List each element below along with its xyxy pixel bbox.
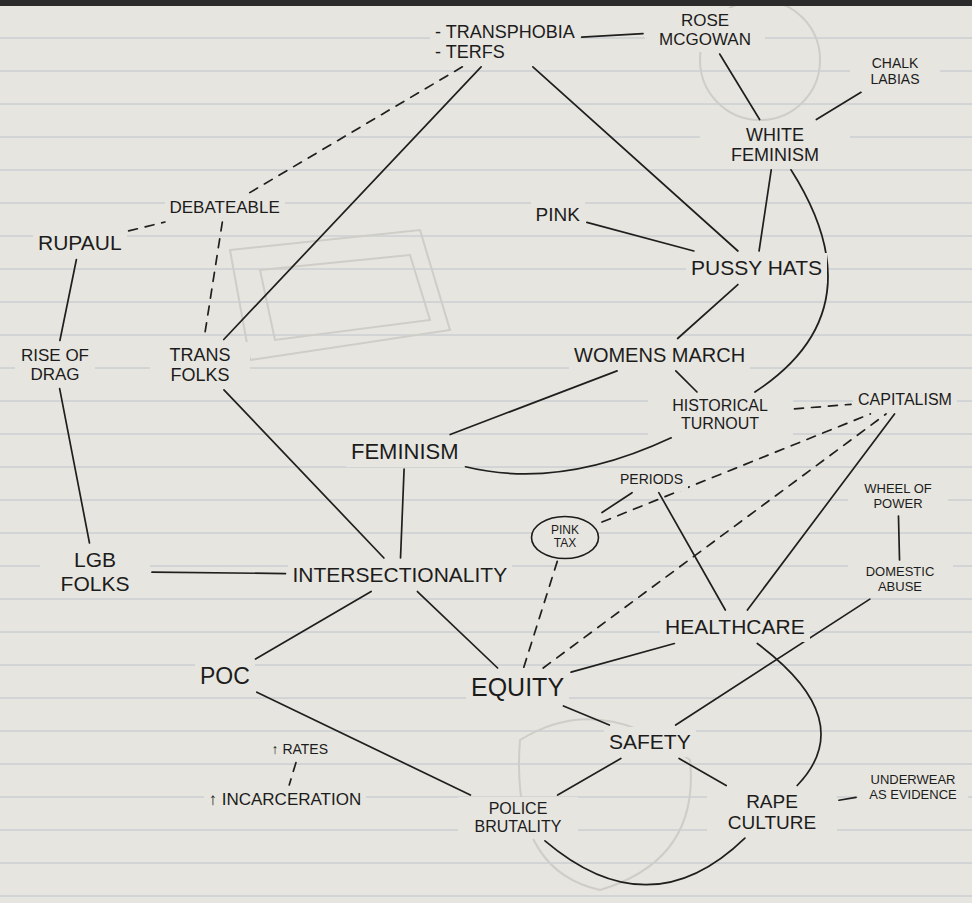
node-text: PINK TAX — [540, 524, 590, 551]
node-text: POC — [200, 664, 250, 690]
node-text: WHITE FEMINISM — [705, 125, 845, 165]
node-text: WOMENS MARCH — [574, 344, 745, 366]
connector-line — [60, 389, 90, 543]
mind-map-node: SAFETY — [604, 727, 696, 757]
mind-map-node: FEMINISM — [346, 437, 464, 468]
connector-line — [563, 706, 609, 725]
connector-line — [60, 260, 77, 341]
connector-line — [816, 92, 861, 119]
connector-line — [401, 469, 405, 558]
dashed-connector — [795, 404, 852, 409]
node-text: - TERFS — [435, 42, 575, 62]
connector-line — [582, 34, 643, 38]
mind-map-node: WOMENS MARCH — [569, 341, 750, 369]
mind-map-node: ↑ INCARCERATION — [204, 787, 367, 812]
mind-map-node: INTERSECTIONALITY — [288, 560, 513, 590]
node-text: CHALK LABIAS — [855, 56, 935, 87]
dashed-connector — [524, 561, 558, 668]
mind-map-node: - TRANSPHOBIA- TERFS — [430, 19, 580, 65]
node-text: RUPAUL — [38, 231, 122, 255]
connector-line — [678, 285, 738, 339]
mind-map-node: CAPITALISM — [853, 388, 957, 412]
node-text: INTERSECTIONALITY — [293, 563, 508, 587]
connector-line — [256, 592, 372, 659]
mind-map-node: POLICE BRUTALITY — [458, 797, 578, 839]
mind-map-node: PERIODS — [615, 469, 688, 491]
mind-map-node: WHITE FEMINISM — [700, 122, 850, 168]
node-text: PUSSY HATS — [691, 256, 822, 280]
connector-line — [545, 838, 745, 885]
cloud-ellipse — [532, 516, 599, 558]
connector-line — [757, 644, 821, 786]
node-text: PINK — [536, 204, 580, 225]
connector-line — [152, 572, 286, 573]
mind-map-node: WHEEL OF POWER — [848, 479, 948, 514]
connector-line — [602, 493, 632, 513]
connector-line — [450, 371, 617, 435]
mind-map-node: PINK — [531, 201, 585, 228]
mind-map-node: EQUITY — [466, 670, 569, 704]
mind-map-node: DEBATEABLE — [165, 195, 285, 220]
dashed-connector — [289, 763, 296, 785]
node-text: WHEEL OF POWER — [853, 482, 943, 511]
page-edge — [0, 0, 972, 6]
node-text: EQUITY — [471, 673, 564, 701]
node-text: HISTORICAL TURNOUT — [653, 397, 788, 433]
node-text: ROSE MCGOWAN — [650, 11, 760, 49]
connector-line — [679, 759, 726, 786]
mind-map-node: RISE OF DRAG — [15, 343, 95, 387]
node-text: HEALTHCARE — [665, 615, 805, 639]
node-text: UNDERWEAR AS EVIDENCE — [863, 773, 963, 802]
connector-line — [417, 592, 497, 668]
connector-line — [224, 390, 384, 558]
dashed-connector — [204, 222, 222, 339]
dashed-connector — [129, 222, 165, 231]
cloud-node: PINK TAX — [530, 515, 600, 560]
mind-map-node: RUPAUL — [33, 228, 127, 258]
node-text: - TRANSPHOBIA — [435, 22, 575, 42]
connector-line — [720, 54, 760, 119]
node-text: LGB FOLKS — [45, 548, 145, 595]
mind-map-node: RAPE CULTURE — [707, 788, 837, 837]
mind-map-node: CHALK LABIAS — [850, 53, 940, 90]
mind-map-node: TRANS FOLKS — [150, 342, 250, 388]
node-text: RISE OF DRAG — [20, 346, 90, 384]
node-text: DEBATEABLE — [170, 198, 280, 217]
mind-map-node: HEALTHCARE — [660, 612, 810, 642]
node-text: ↑ INCARCERATION — [209, 790, 362, 809]
connector-line — [898, 516, 899, 560]
node-text: POLICE BRUTALITY — [463, 800, 573, 836]
node-text: FEMINISM — [351, 440, 459, 465]
mind-map-node: DOMESTIC ABUSE — [848, 562, 953, 597]
connector-line — [659, 493, 726, 610]
dashed-connector — [249, 67, 462, 193]
connector-line — [558, 759, 621, 795]
mind-map-node: HISTORICAL TURNOUT — [648, 394, 793, 436]
mind-map-node: ROSE MCGOWAN — [645, 8, 765, 52]
ruled-lines — [0, 38, 972, 896]
connector-line — [571, 644, 674, 673]
mind-map-node: ↑ RATES — [267, 739, 334, 761]
mind-map-node: LGB FOLKS — [40, 545, 150, 598]
node-text: RAPE CULTURE — [712, 791, 832, 834]
node-text: SAFETY — [609, 730, 691, 754]
mind-map-node: UNDERWEAR AS EVIDENCE — [858, 770, 968, 805]
node-text: PERIODS — [620, 472, 683, 488]
mind-map-node: PUSSY HATS — [686, 253, 827, 283]
mind-map-node: POC — [195, 661, 255, 693]
node-text: DOMESTIC ABUSE — [853, 565, 948, 594]
connector-line — [676, 371, 697, 392]
connector-line — [587, 222, 694, 251]
connector-line — [839, 797, 856, 800]
connector-line — [257, 692, 471, 795]
node-text: CAPITALISM — [858, 391, 952, 409]
connector-line — [759, 170, 771, 251]
node-text: TRANS FOLKS — [155, 345, 245, 385]
node-text: ↑ RATES — [272, 742, 329, 758]
